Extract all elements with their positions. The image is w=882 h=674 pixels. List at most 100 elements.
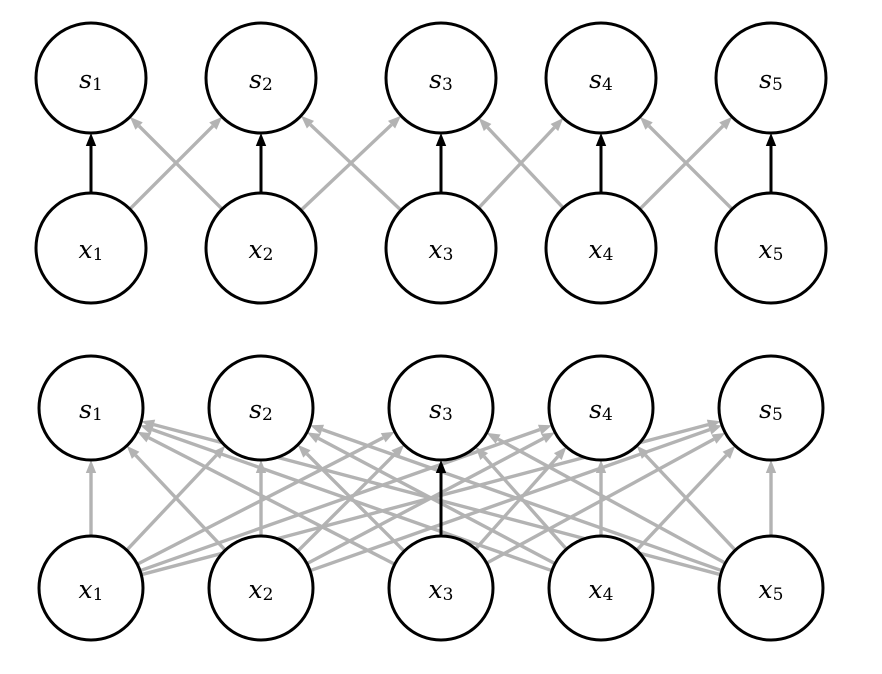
arrowhead-icon bbox=[595, 133, 607, 146]
edge-shaft bbox=[638, 124, 725, 211]
edge-shaft bbox=[128, 124, 215, 211]
arrowhead-icon bbox=[475, 446, 489, 461]
edge-x2-to-s1 bbox=[129, 116, 224, 211]
arrowhead-icon bbox=[711, 432, 726, 444]
edge-x4-to-s5 bbox=[638, 116, 733, 211]
node-circle[interactable] bbox=[34, 191, 148, 305]
local-connectivity-panel: s1 s2 s3 s4 s5 x1 x2 x3 x4 x5 bbox=[34, 21, 828, 305]
node-target-s5[interactable]: s5 bbox=[717, 354, 825, 462]
edge-shaft bbox=[486, 126, 565, 210]
node-circle[interactable] bbox=[717, 354, 825, 462]
arrowhead-icon bbox=[639, 116, 653, 130]
arrowhead-icon bbox=[435, 460, 447, 473]
node-source-x4[interactable]: x4 bbox=[544, 191, 658, 305]
node-target-s4[interactable]: s4 bbox=[547, 354, 655, 462]
edge-shaft bbox=[299, 123, 393, 212]
arrowhead-icon bbox=[765, 133, 777, 146]
edge-x3-to-s1 bbox=[137, 431, 396, 566]
node-source-x3[interactable]: x3 bbox=[387, 534, 495, 642]
edge-x4-to-s5 bbox=[635, 445, 736, 552]
node-source-x5[interactable]: x5 bbox=[714, 191, 828, 305]
node-label-s5: s5 bbox=[759, 395, 783, 426]
node-circle[interactable] bbox=[384, 191, 498, 305]
node-source-x2[interactable]: x2 bbox=[204, 191, 318, 305]
node-circle[interactable] bbox=[387, 354, 495, 462]
node-circle[interactable] bbox=[714, 21, 828, 135]
edge-x2-to-s3 bbox=[299, 115, 402, 212]
node-circle[interactable] bbox=[37, 534, 145, 642]
arrowhead-icon bbox=[765, 460, 777, 473]
node-circle[interactable] bbox=[37, 354, 145, 462]
node-target-s2[interactable]: s2 bbox=[204, 21, 318, 135]
arrowhead-icon bbox=[85, 460, 97, 473]
node-circle[interactable] bbox=[547, 534, 655, 642]
edge-shaft bbox=[134, 454, 227, 552]
arrowhead-icon bbox=[435, 133, 447, 146]
node-circle[interactable] bbox=[387, 534, 495, 642]
edge-x5-to-s4 bbox=[636, 445, 737, 552]
node-target-s3[interactable]: s3 bbox=[387, 354, 495, 462]
edge-x3-to-s2 bbox=[300, 115, 403, 212]
arrowhead-icon bbox=[137, 431, 152, 443]
arrowhead-icon bbox=[391, 444, 405, 458]
node-label-x2: x2 bbox=[249, 235, 274, 266]
edge-shaft bbox=[309, 123, 403, 212]
node-source-x1[interactable]: x1 bbox=[34, 191, 148, 305]
node-target-s2[interactable]: s2 bbox=[207, 354, 315, 462]
edge-x3-to-s4 bbox=[474, 446, 567, 551]
edge-x2-to-s1 bbox=[126, 445, 227, 552]
edge-shaft bbox=[306, 436, 545, 566]
node-circle[interactable] bbox=[544, 21, 658, 135]
edge-x4-to-s4 bbox=[595, 460, 607, 536]
edge-x3-to-s3 bbox=[435, 133, 447, 193]
node-circle[interactable] bbox=[207, 354, 315, 462]
edge-shaft bbox=[137, 124, 224, 211]
arrowhead-icon bbox=[719, 116, 733, 130]
emphasized-edge-layer bbox=[435, 460, 447, 536]
arrowhead-icon bbox=[387, 115, 402, 129]
node-label-x3: x3 bbox=[429, 235, 454, 266]
node-layer: s1 s2 s3 s4 s5 x1 x2 x3 x4 x5 bbox=[34, 21, 828, 305]
node-source-x5[interactable]: x5 bbox=[717, 534, 825, 642]
node-label-s5: s5 bbox=[759, 65, 783, 96]
node-target-s1[interactable]: s1 bbox=[34, 21, 148, 135]
edge-shaft bbox=[497, 437, 727, 565]
edge-x5-to-s4 bbox=[639, 116, 734, 211]
arrowhead-icon bbox=[310, 424, 325, 435]
arrowhead-icon bbox=[141, 419, 156, 430]
node-label-x3: x3 bbox=[429, 575, 454, 606]
node-label-s3: s3 bbox=[429, 395, 453, 426]
arrowhead-icon bbox=[126, 445, 140, 459]
node-source-x3[interactable]: x3 bbox=[384, 191, 498, 305]
arrowhead-icon bbox=[209, 116, 223, 130]
node-label-x2: x2 bbox=[249, 575, 274, 606]
node-label-s4: s4 bbox=[589, 395, 613, 426]
edge-x1-to-s1 bbox=[85, 133, 97, 193]
node-source-x2[interactable]: x2 bbox=[207, 534, 315, 642]
node-circle[interactable] bbox=[544, 191, 658, 305]
node-circle[interactable] bbox=[384, 21, 498, 135]
node-source-x1[interactable]: x1 bbox=[37, 534, 145, 642]
node-target-s3[interactable]: s3 bbox=[384, 21, 498, 135]
arrowhead-icon bbox=[129, 116, 143, 130]
node-label-x4: x4 bbox=[589, 575, 614, 606]
node-circle[interactable] bbox=[204, 191, 318, 305]
node-circle[interactable] bbox=[204, 21, 318, 135]
node-circle[interactable] bbox=[717, 534, 825, 642]
node-circle[interactable] bbox=[547, 354, 655, 462]
node-target-s4[interactable]: s4 bbox=[544, 21, 658, 135]
node-target-s5[interactable]: s5 bbox=[714, 21, 828, 135]
node-circle[interactable] bbox=[207, 534, 315, 642]
edge-x1-to-s4 bbox=[139, 424, 552, 573]
node-circle[interactable] bbox=[34, 21, 148, 135]
arrowhead-icon bbox=[595, 460, 607, 473]
node-source-x4[interactable]: x4 bbox=[547, 534, 655, 642]
edge-x5-to-s5 bbox=[765, 133, 777, 193]
node-circle[interactable] bbox=[714, 191, 828, 305]
node-label-x4: x4 bbox=[589, 235, 614, 266]
node-label-s2: s2 bbox=[249, 395, 273, 426]
node-target-s1[interactable]: s1 bbox=[37, 354, 145, 462]
arrowhead-icon bbox=[300, 115, 315, 129]
node-label-s3: s3 bbox=[429, 65, 453, 96]
